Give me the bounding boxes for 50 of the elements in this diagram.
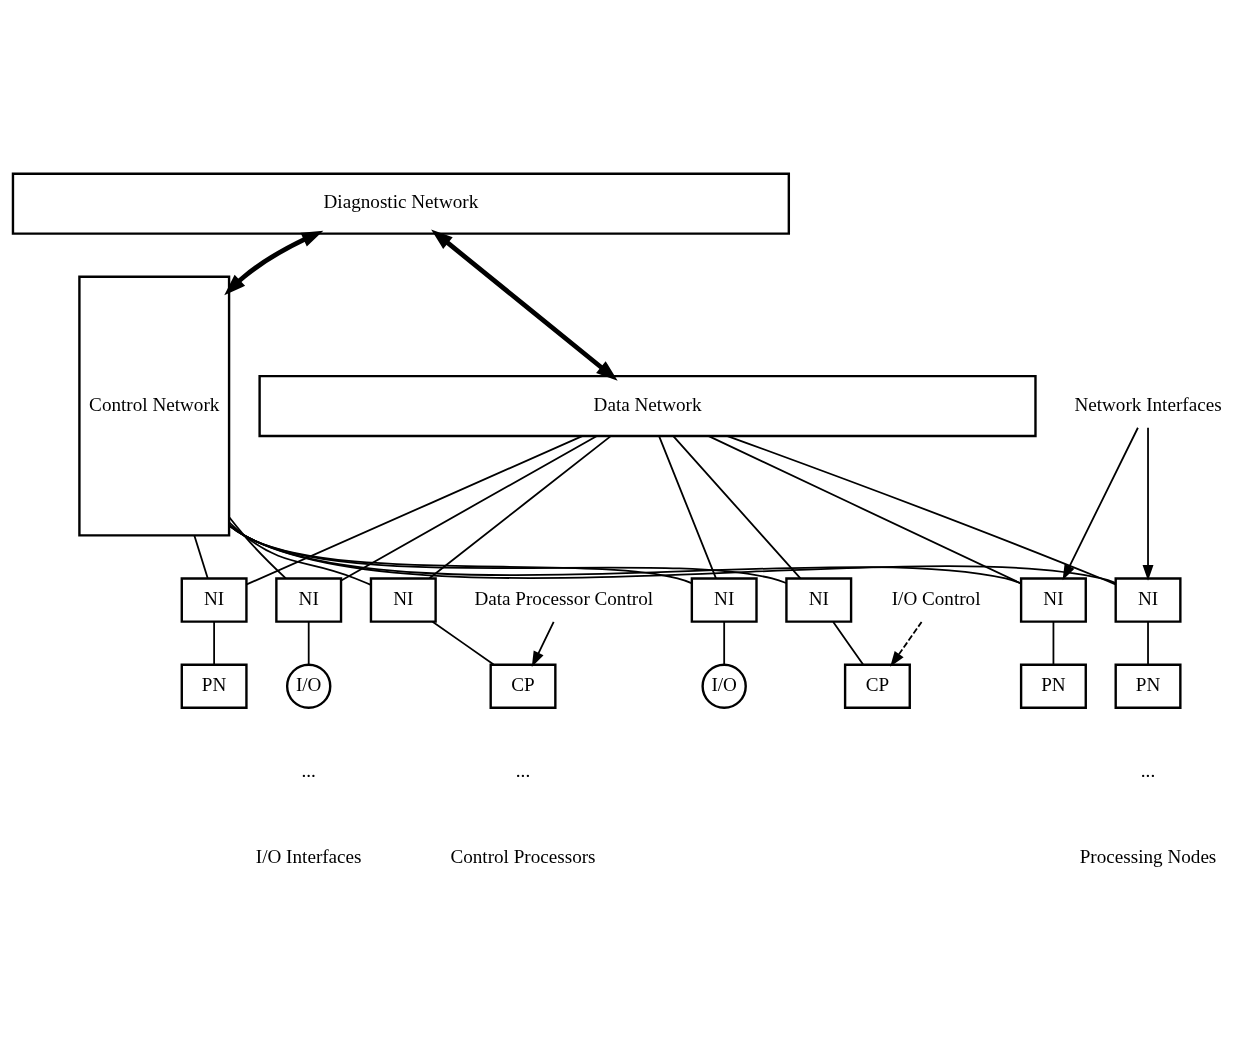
node-box: Diagnostic Network (11, 172, 791, 235)
node-box: NI (275, 576, 343, 623)
connector (672, 434, 802, 579)
connector (431, 620, 495, 665)
connector (1147, 620, 1149, 665)
node-box: NI (1019, 576, 1087, 623)
connector (428, 434, 612, 579)
arrow (531, 620, 555, 667)
node-box: Data Network (258, 374, 1037, 437)
connector (193, 534, 209, 579)
arrow (431, 228, 618, 381)
label: I/O Interfaces (255, 845, 362, 867)
connector (228, 523, 693, 584)
node-circle: I/O (701, 663, 747, 709)
arrow (890, 620, 923, 667)
node-circle: I/O (285, 663, 332, 709)
arrow (1062, 426, 1139, 580)
connector (1052, 620, 1055, 665)
node-box: NI (1114, 576, 1182, 623)
node-box: CP (489, 663, 557, 709)
connector (228, 520, 372, 586)
label: ... (301, 759, 316, 781)
label: Processing Nodes (1079, 845, 1217, 867)
label: ... (1140, 759, 1156, 781)
connector (832, 620, 864, 665)
node-box: NI (785, 576, 853, 623)
node-box: PN (1114, 663, 1182, 709)
node-box: NI (690, 576, 758, 623)
node-box: PN (180, 663, 248, 709)
label: ... (515, 759, 531, 781)
connector (213, 620, 215, 665)
node-box: CP (843, 663, 911, 709)
node-box: NI (369, 576, 437, 623)
node-box: PN (1019, 663, 1087, 709)
connector (340, 434, 598, 581)
connector (245, 434, 584, 585)
node-text: Network Interfaces (1074, 393, 1222, 415)
connector (726, 434, 1117, 585)
node-text: Data Processor Control (474, 587, 654, 609)
connector (658, 434, 717, 579)
node-text: I/O Control (891, 587, 981, 609)
node-box: Control Network (78, 275, 231, 537)
arrow (224, 230, 324, 295)
connector (228, 523, 787, 584)
connector (723, 620, 726, 665)
label: Control Processors (450, 845, 596, 867)
connector (307, 620, 310, 665)
arrow (1142, 426, 1154, 581)
node-box: NI (180, 576, 248, 623)
connector (228, 515, 287, 579)
